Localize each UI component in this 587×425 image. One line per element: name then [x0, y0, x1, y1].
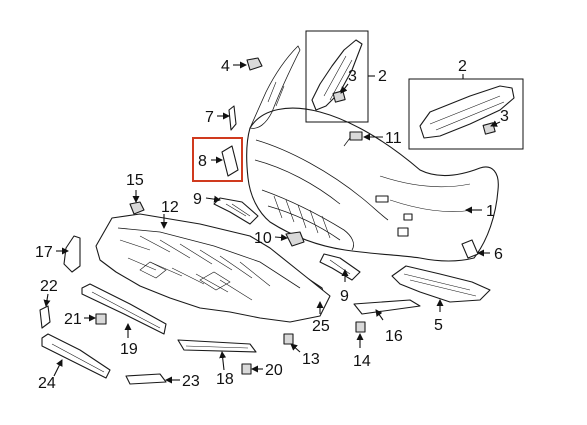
callout-20: 20 [251, 362, 283, 379]
deflector-16 [353, 299, 421, 315]
bolt-11 [343, 131, 363, 147]
clip-22 [39, 305, 51, 329]
svg-text:3: 3 [348, 68, 357, 85]
svg-text:20: 20 [265, 362, 283, 379]
molding-7 [228, 105, 237, 131]
bracket-inset-left [305, 30, 369, 123]
svg-text:7: 7 [205, 109, 214, 126]
svg-text:10: 10 [254, 230, 272, 247]
callout-21: 21 [64, 311, 96, 328]
callout-5: 5 [434, 299, 444, 334]
svg-text:11: 11 [385, 130, 402, 147]
deflector-24 [41, 333, 111, 379]
svg-text:14: 14 [353, 353, 371, 370]
callout-13: 13 [290, 343, 320, 368]
svg-text:2: 2 [458, 58, 467, 75]
svg-text:13: 13 [302, 351, 320, 368]
svg-text:6: 6 [494, 246, 503, 263]
bracket-23 [125, 373, 167, 385]
callout-2-left: 2 [368, 68, 387, 85]
callout-2-right: 2 [458, 58, 467, 79]
svg-text:8: 8 [198, 153, 207, 170]
callout-3-left: 3 [340, 68, 357, 94]
grille-9-upper [213, 197, 259, 225]
callout-4: 4 [221, 58, 247, 75]
callout-25: 25 [312, 301, 330, 335]
svg-text:12: 12 [161, 199, 179, 216]
svg-text:23: 23 [182, 373, 200, 390]
svg-text:17: 17 [35, 244, 53, 261]
bolt-21 [95, 313, 107, 325]
callout-23: 23 [165, 373, 200, 390]
callout-9-upper: 9 [193, 191, 221, 208]
svg-text:1: 1 [486, 203, 495, 220]
undertray-12 [95, 213, 331, 323]
callout-16: 16 [375, 309, 403, 345]
svg-text:21: 21 [64, 311, 82, 328]
air-deflector-19 [81, 283, 167, 335]
callout-12: 12 [160, 199, 179, 229]
bracket-17 [63, 235, 81, 273]
callout-18: 18 [216, 351, 234, 388]
bumper-cover [246, 45, 499, 262]
callout-1: 1 [465, 203, 495, 220]
svg-text:4: 4 [221, 58, 230, 75]
svg-text:24: 24 [38, 375, 56, 392]
callout-7: 7 [205, 109, 230, 126]
callout-24: 24 [38, 359, 63, 392]
bolt-13 [283, 333, 294, 345]
bolt-20 [241, 363, 252, 375]
callout-3-right: 3 [490, 108, 509, 127]
clip-4 [246, 57, 263, 71]
deflector-18 [177, 339, 257, 353]
callout-9-lower: 9 [340, 269, 349, 305]
callout-19: 19 [120, 323, 138, 358]
svg-text:16: 16 [385, 328, 403, 345]
callout-14: 14 [353, 333, 371, 370]
svg-text:5: 5 [434, 317, 443, 334]
callout-17: 17 [35, 244, 69, 261]
callout-11: 11 [363, 130, 402, 147]
callout-22: 22 [40, 278, 58, 307]
bolt-14 [355, 321, 366, 333]
svg-text:15: 15 [126, 172, 144, 189]
bracket-10 [285, 231, 305, 247]
svg-text:18: 18 [216, 371, 234, 388]
callout-15: 15 [126, 172, 144, 203]
callout-8-highlighted: 8 [192, 137, 243, 182]
svg-text:19: 19 [120, 341, 138, 358]
callout-10: 10 [254, 230, 288, 247]
bracket-inset-right [408, 78, 524, 150]
bracket-5 [391, 265, 491, 303]
svg-text:3: 3 [500, 108, 509, 125]
grille-9-lower [319, 253, 361, 281]
svg-text:22: 22 [40, 278, 58, 295]
svg-text:9: 9 [340, 288, 349, 305]
cover-8 [221, 145, 239, 177]
clip-15 [129, 201, 145, 215]
callout-6: 6 [477, 246, 503, 263]
svg-text:25: 25 [312, 318, 330, 335]
svg-text:9: 9 [193, 191, 202, 208]
svg-text:2: 2 [378, 68, 387, 85]
